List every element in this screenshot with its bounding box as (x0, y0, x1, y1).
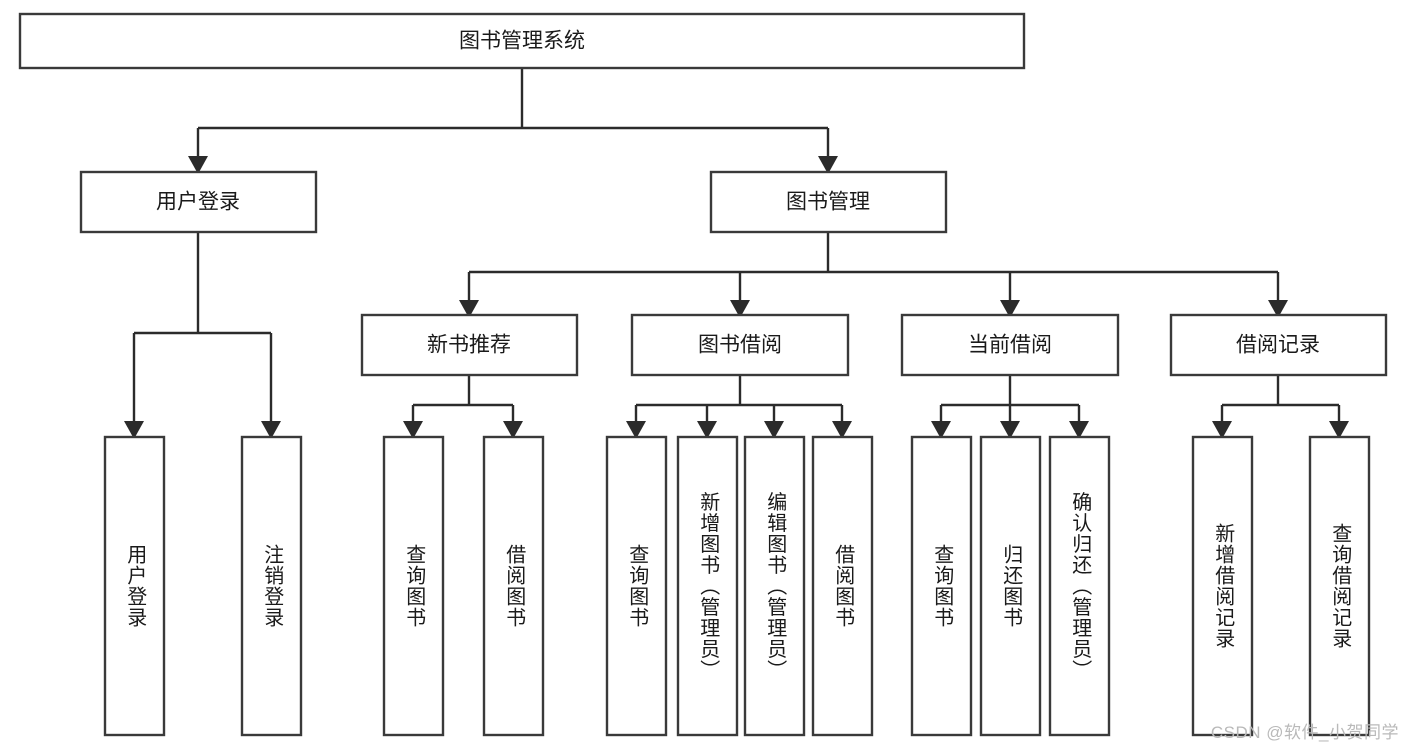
node-leaf-user-login-box[interactable] (103, 435, 166, 737)
node-new-book-rec-label: 新书推荐 (427, 334, 511, 357)
node-leaf-confirm-return[interactable]: 确认归还（管理员） (1048, 435, 1111, 737)
node-leaf-borrow-book-rec[interactable]: 借阅图书 (482, 435, 545, 737)
node-root[interactable]: 图书管理系统 (18, 12, 1026, 70)
arrowhead-new-book-rec (459, 300, 479, 318)
node-leaf-confirm-return-box[interactable] (1048, 435, 1111, 737)
arrowhead-leaf-query-book-bb (626, 421, 646, 439)
node-borrow-record-label: 借阅记录 (1236, 334, 1320, 357)
node-leaf-add-book-box[interactable] (676, 435, 739, 737)
node-leaf-return-book-label: 归还图书 (1000, 544, 1023, 628)
node-leaf-borrow-book-rec-label: 借阅图书 (503, 544, 526, 628)
node-leaf-query-book-bb-label: 查询图书 (626, 544, 649, 628)
node-user-login-label: 用户登录 (156, 191, 240, 214)
arrowhead-leaf-confirm-return (1069, 421, 1089, 439)
node-leaf-edit-book-box[interactable] (743, 435, 806, 737)
arrowhead-book-borrow (730, 300, 750, 318)
node-leaf-edit-book[interactable]: 编辑图书（管理员） (743, 435, 806, 737)
node-leaf-add-record[interactable]: 新增借阅记录 (1191, 435, 1254, 737)
node-leaf-user-logout-label: 注销登录 (261, 544, 284, 628)
node-current-borrow[interactable]: 当前借阅 (900, 313, 1120, 377)
arrowhead-leaf-user-logout (261, 421, 281, 439)
node-leaf-query-record-label: 查询借阅记录 (1329, 523, 1352, 649)
arrowhead-book-manage (818, 156, 838, 174)
node-current-borrow-box[interactable] (900, 313, 1120, 377)
node-current-borrow-label: 当前借阅 (968, 334, 1052, 357)
node-leaf-edit-book-label: 编辑图书（管理员） (764, 491, 787, 680)
node-new-book-rec-box[interactable] (360, 313, 579, 377)
arrowhead-leaf-query-record (1329, 421, 1349, 439)
node-leaf-add-record-box[interactable] (1191, 435, 1254, 737)
node-book-borrow[interactable]: 图书借阅 (630, 313, 850, 377)
node-leaf-add-book-label: 新增图书（管理员） (697, 491, 720, 680)
node-book-borrow-box[interactable] (630, 313, 850, 377)
node-leaf-add-record-label: 新增借阅记录 (1212, 523, 1235, 649)
arrowhead-leaf-user-login (124, 421, 144, 439)
node-borrow-record[interactable]: 借阅记录 (1169, 313, 1388, 377)
arrowhead-leaf-edit-book (764, 421, 784, 439)
node-leaf-query-book-cb[interactable]: 查询图书 (910, 435, 973, 737)
node-leaf-return-book-box[interactable] (979, 435, 1042, 737)
node-leaf-query-book-rec-label: 查询图书 (403, 544, 426, 628)
node-leaf-user-login-label: 用户登录 (124, 544, 147, 628)
node-root-box[interactable] (18, 12, 1026, 70)
node-new-book-rec[interactable]: 新书推荐 (360, 313, 579, 377)
arrowhead-borrow-record (1268, 300, 1288, 318)
edge-layer (124, 68, 1349, 439)
node-leaf-user-logout-box[interactable] (240, 435, 303, 737)
arrowhead-leaf-query-book-cb (931, 421, 951, 439)
node-book-manage-box[interactable] (709, 170, 948, 234)
arrowhead-leaf-return-book (1000, 421, 1020, 439)
node-book-borrow-label: 图书借阅 (698, 334, 782, 357)
arrowhead-leaf-add-book (697, 421, 717, 439)
node-leaf-query-record[interactable]: 查询借阅记录 (1308, 435, 1371, 737)
arrowhead-leaf-borrow-book-rec (503, 421, 523, 439)
node-borrow-record-box[interactable] (1169, 313, 1388, 377)
node-leaf-query-book-bb-box[interactable] (605, 435, 668, 737)
node-leaf-borrow-book-bb[interactable]: 借阅图书 (811, 435, 874, 737)
node-leaf-confirm-return-label: 确认归还（管理员） (1069, 491, 1092, 680)
arrowhead-user-login (188, 156, 208, 174)
node-leaf-query-book-cb-box[interactable] (910, 435, 973, 737)
node-leaf-user-logout[interactable]: 注销登录 (240, 435, 303, 737)
node-leaf-query-book-bb[interactable]: 查询图书 (605, 435, 668, 737)
node-leaf-query-book-rec[interactable]: 查询图书 (382, 435, 445, 737)
node-leaf-borrow-book-rec-box[interactable] (482, 435, 545, 737)
node-leaf-query-record-box[interactable] (1308, 435, 1371, 737)
node-leaf-user-login[interactable]: 用户登录 (103, 435, 166, 737)
node-leaf-query-book-cb-label: 查询图书 (931, 544, 954, 628)
arrowhead-current-borrow (1000, 300, 1020, 318)
node-user-login[interactable]: 用户登录 (79, 170, 318, 234)
node-leaf-borrow-book-bb-box[interactable] (811, 435, 874, 737)
arrowhead-leaf-borrow-book-bb (832, 421, 852, 439)
node-root-label: 图书管理系统 (459, 30, 585, 53)
arrowhead-leaf-query-book-rec (403, 421, 423, 439)
node-leaf-query-book-rec-box[interactable] (382, 435, 445, 737)
node-leaf-add-book[interactable]: 新增图书（管理员） (676, 435, 739, 737)
node-leaf-return-book[interactable]: 归还图书 (979, 435, 1042, 737)
node-book-manage[interactable]: 图书管理 (709, 170, 948, 234)
node-user-login-box[interactable] (79, 170, 318, 234)
node-book-manage-label: 图书管理 (786, 191, 870, 214)
node-leaf-borrow-book-bb-label: 借阅图书 (832, 544, 855, 628)
arrowhead-leaf-add-record (1212, 421, 1232, 439)
